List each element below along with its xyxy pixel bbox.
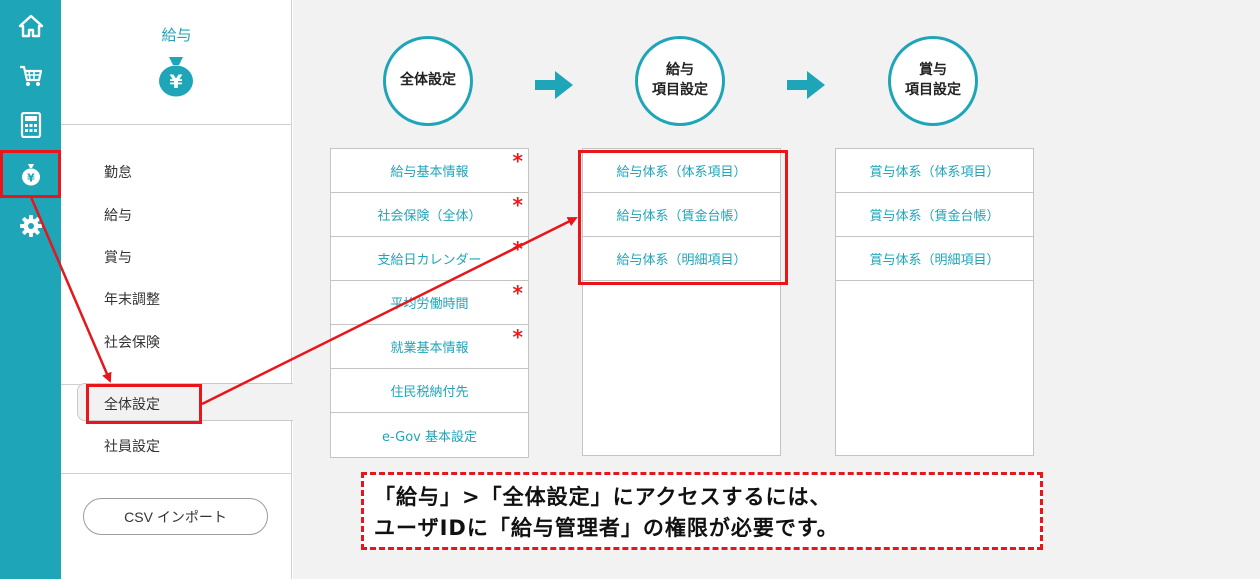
list-item-payday-calendar[interactable]: 支給日カレンダー *: [331, 237, 528, 281]
submenu-item-social-insurance[interactable]: 社会保険: [104, 335, 160, 351]
submenu-item-bonus[interactable]: 賞与: [104, 250, 132, 266]
list-item-label: 賞与体系（明細項目）: [869, 253, 1000, 268]
highlight-salary-items: [578, 150, 788, 285]
list-item-label: e-Gov 基本設定: [381, 429, 478, 445]
list-item-label: 給与体系（明細項目）: [616, 253, 747, 268]
list-item-basic-salary-info[interactable]: 給与基本情報 *: [331, 149, 528, 193]
csv-import-button[interactable]: CSV インポート: [83, 498, 268, 535]
list-item-label: 社会保険（全体）: [377, 209, 482, 224]
arrow-right-icon: [535, 71, 573, 99]
app-icon-rail: ¥: [0, 0, 61, 579]
submenu-header: 給与 ¥: [61, 0, 292, 125]
list-item-average-working-hours[interactable]: 平均労働時間 *: [331, 281, 528, 325]
submenu-panel: 給与 ¥ 勤怠 給与 賞与 年末調整 社会保険 全体設定 社員設定 CSV イン…: [61, 0, 293, 579]
required-mark: *: [512, 193, 523, 217]
money-bag-yen-icon: ¥: [21, 164, 40, 186]
home-icon: [18, 14, 43, 38]
list-item-salary-system-ledger[interactable]: 給与体系（賃金台帳）: [583, 193, 780, 237]
step-bonus-items-button[interactable]: 賞与 項目設定: [888, 36, 978, 126]
list-item-label: 賞与体系（体系項目）: [869, 165, 1000, 180]
annotation-line-1: 「給与」>「全体設定」にアクセスするには、: [374, 485, 832, 509]
rail-salary-button[interactable]: ¥: [0, 151, 61, 197]
submenu-item-employee-settings[interactable]: 社員設定: [104, 439, 160, 455]
svg-text:¥: ¥: [169, 71, 182, 93]
rail-cart-button[interactable]: [0, 53, 61, 99]
list-item-social-insurance[interactable]: 社会保険（全体） *: [331, 193, 528, 237]
step-salary-items-button[interactable]: 給与 項目設定: [635, 36, 725, 126]
list-item-label: 支給日カレンダー: [377, 253, 482, 268]
list-item-salary-system-statement[interactable]: 給与体系（明細項目）: [583, 237, 780, 281]
calculator-icon: [20, 112, 41, 138]
gear-icon: [19, 215, 42, 237]
list-item-label: 給与体系（賃金台帳）: [616, 209, 747, 224]
cart-icon: [19, 65, 42, 86]
submenu-title: 給与: [161, 26, 192, 44]
annotation-note: 「給与」>「全体設定」にアクセスするには、 ユーザIDに「給与管理者」の権限が必…: [361, 472, 1043, 550]
svg-text:¥: ¥: [27, 172, 35, 185]
list-item-label: 住民税納付先: [390, 385, 469, 400]
list-item-bonus-system-items[interactable]: 賞与体系（体系項目）: [836, 149, 1033, 193]
required-mark: *: [512, 149, 523, 173]
list-item-egov-basic-settings[interactable]: e-Gov 基本設定: [331, 413, 528, 457]
required-mark: *: [512, 281, 523, 305]
rail-calculator-button[interactable]: [0, 102, 61, 148]
list-item-label: 給与基本情報: [390, 165, 469, 180]
list-item-label: 就業基本情報: [390, 341, 469, 356]
arrow-right-icon: [787, 71, 825, 99]
list-item-label: 給与体系（体系項目）: [616, 165, 747, 180]
money-bag-yen-icon: ¥: [159, 57, 193, 97]
general-settings-list: 給与基本情報 * 社会保険（全体） * 支給日カレンダー * 平均労働時間 * …: [330, 148, 529, 458]
list-item-bonus-system-statement[interactable]: 賞与体系（明細項目）: [836, 237, 1033, 281]
highlight-rail-salary: [0, 150, 61, 198]
salary-items-list: 給与体系（体系項目） 給与体系（賃金台帳） 給与体系（明細項目）: [582, 148, 781, 456]
rail-home-button[interactable]: [0, 3, 61, 49]
rail-settings-button[interactable]: [0, 203, 61, 249]
highlight-general-settings: [86, 384, 202, 424]
submenu-divider: [61, 473, 292, 474]
list-item-label: 賞与体系（賃金台帳）: [869, 209, 1000, 224]
required-mark: *: [512, 237, 523, 261]
step-general-settings-button[interactable]: 全体設定: [383, 36, 473, 126]
annotation-line-2: ユーザIDに「給与管理者」の権限が必要です。: [374, 516, 839, 540]
list-item-label: 平均労働時間: [390, 297, 469, 312]
list-item-basic-employment-info[interactable]: 就業基本情報 *: [331, 325, 528, 369]
submenu-item-general-settings[interactable]: 全体設定: [104, 397, 160, 413]
bonus-items-list: 賞与体系（体系項目） 賞与体系（賃金台帳） 賞与体系（明細項目）: [835, 148, 1034, 456]
submenu-item-attendance[interactable]: 勤怠: [104, 165, 132, 181]
submenu-item-salary[interactable]: 給与: [104, 208, 132, 224]
list-item-salary-system-items[interactable]: 給与体系（体系項目）: [583, 149, 780, 193]
submenu-item-year-end-adjustment[interactable]: 年末調整: [104, 292, 160, 308]
list-item-bonus-system-ledger[interactable]: 賞与体系（賃金台帳）: [836, 193, 1033, 237]
required-mark: *: [512, 325, 523, 349]
list-item-resident-tax-payee[interactable]: 住民税納付先: [331, 369, 528, 413]
